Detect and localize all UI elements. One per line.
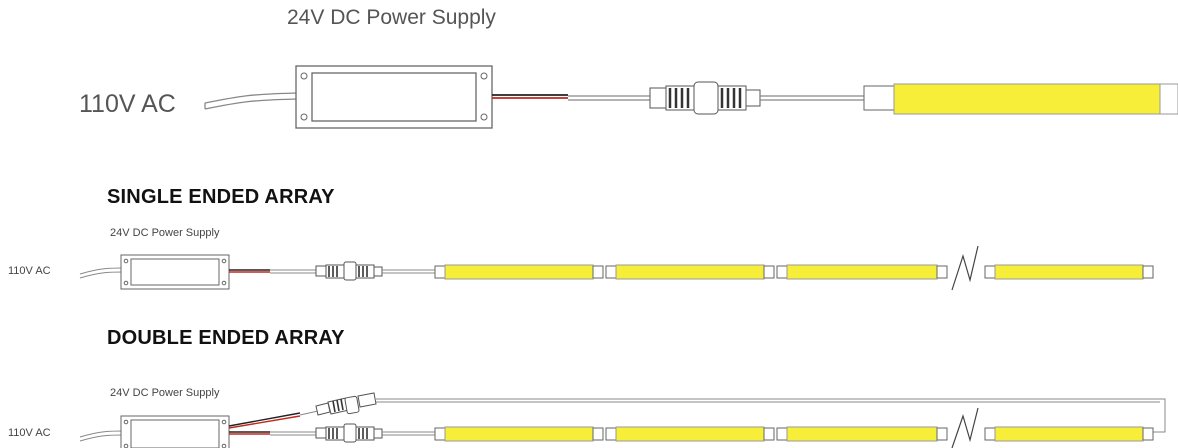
dc-connector-small: [315, 423, 383, 443]
power-supply-title: 24V DC Power Supply: [287, 6, 496, 29]
break-symbol: [951, 407, 979, 448]
break-symbol: [951, 245, 979, 291]
led-strip-segment: [994, 264, 1144, 280]
single-power-supply-label: 24V DC Power Supply: [110, 227, 220, 239]
led-strip-segment: [444, 264, 594, 280]
upper-connector: [315, 392, 377, 416]
ac-input-label: 110V AC: [79, 90, 176, 118]
power-supply-box-small: [120, 415, 230, 448]
power-supply-box: [295, 65, 493, 129]
top-diagram: [204, 65, 1178, 129]
double-ended-diagram: [79, 392, 1166, 448]
dc-connector-small: [315, 261, 383, 281]
dc-connector: [649, 81, 761, 115]
led-strip-segment: [615, 426, 765, 442]
led-strip: [893, 83, 1178, 115]
power-supply-box-small: [120, 254, 230, 290]
single-ended-title: SINGLE ENDED ARRAY: [107, 186, 335, 208]
led-strip-segment: [994, 426, 1144, 442]
led-strip-segment: [786, 426, 938, 442]
double-ended-title: DOUBLE ENDED ARRAY: [107, 327, 345, 349]
single-ended-diagram: [79, 245, 1154, 291]
led-strip-segment: [615, 264, 765, 280]
led-strip-segment: [444, 426, 594, 442]
double-ac-label: 110V AC: [8, 427, 51, 439]
led-strip-segment: [786, 264, 938, 280]
single-ac-label: 110V AC: [8, 265, 51, 277]
double-power-supply-label: 24V DC Power Supply: [110, 387, 220, 399]
ac-cable: [204, 92, 301, 104]
